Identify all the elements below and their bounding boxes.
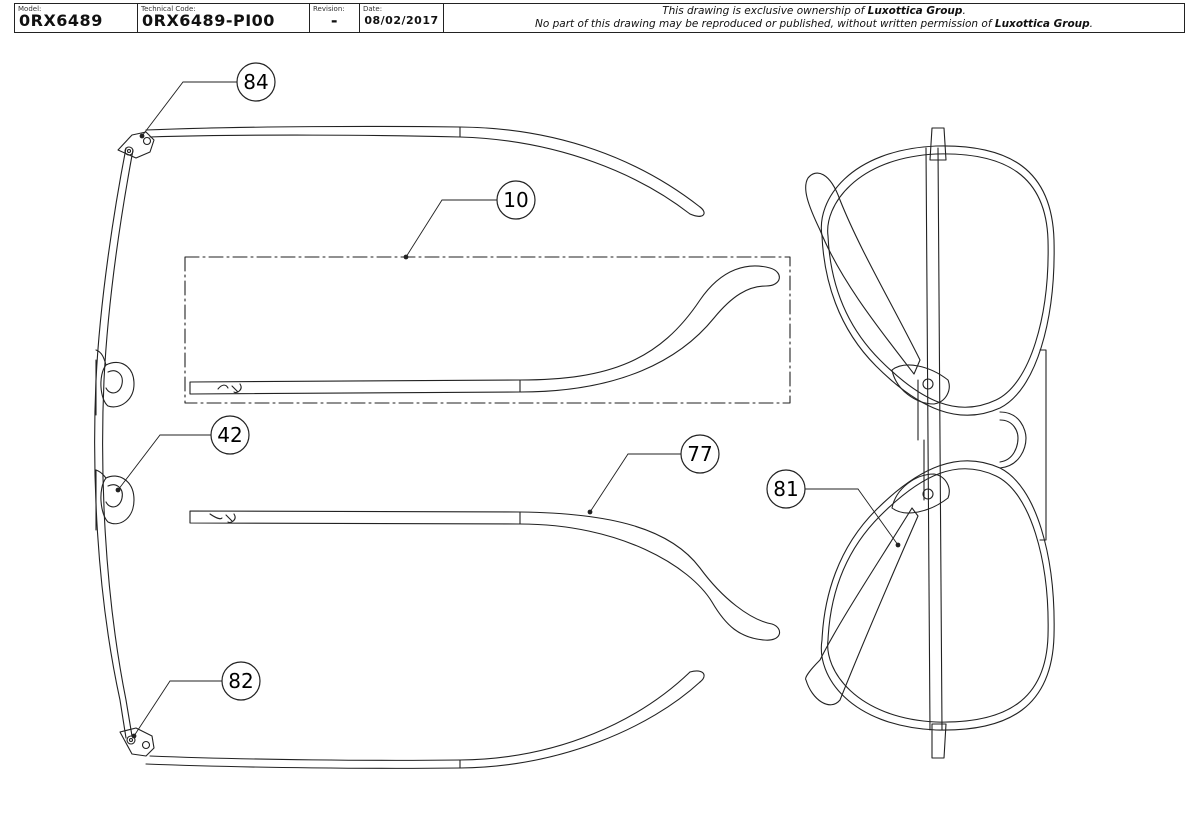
technical-code-value: 0RX6489-PI00 — [142, 11, 275, 30]
model-cell: Model: 0RX6489 — [15, 4, 138, 32]
detail-box-dashed — [184, 256, 791, 404]
side-view-temple — [189, 510, 781, 641]
title-block: Model: 0RX6489 Technical Code: 0RX6489-P… — [14, 3, 1185, 33]
upper-nose-pad — [95, 349, 135, 408]
date-cell: Date: 08/02/2017 — [360, 4, 444, 32]
lower-nose-pad — [95, 469, 135, 525]
notice-brand-2: Luxottica Group — [994, 18, 1090, 30]
callout-81-label: 81 — [773, 477, 798, 501]
revision-cell: Revision: - — [310, 4, 360, 32]
front-frame-top-view — [94, 147, 134, 739]
callout-42: 42 — [210, 415, 250, 455]
technical-code-label: Technical Code: — [141, 5, 196, 13]
date-label: Date: — [363, 5, 383, 13]
date-value: 08/02/2017 — [364, 14, 439, 27]
callout-81: 81 — [766, 469, 806, 509]
callout-84-label: 84 — [243, 70, 268, 94]
front-view-frame — [805, 127, 1055, 759]
notice-line-2: No part of this drawing may be reproduce… — [534, 18, 1093, 30]
notice-line-1: This drawing is exclusive ownership of L… — [662, 5, 966, 17]
revision-value: - — [330, 11, 339, 30]
notice-brand-1: Luxottica Group — [867, 5, 963, 17]
revision-label: Revision: — [313, 5, 345, 13]
detail-temple-tip — [189, 265, 780, 395]
model-value: 0RX6489 — [19, 11, 103, 30]
callout-77: 77 — [680, 434, 720, 474]
leader-dots — [115, 133, 901, 739]
model-label: Model: — [18, 5, 42, 13]
lower-temple — [145, 670, 705, 769]
callout-42-label: 42 — [217, 423, 242, 447]
callout-82-label: 82 — [228, 669, 253, 693]
technical-code-cell: Technical Code: 0RX6489-PI00 — [138, 4, 310, 32]
callout-leaders — [117, 81, 899, 737]
ownership-notice: This drawing is exclusive ownership of L… — [444, 4, 1184, 32]
callout-84: 84 — [236, 62, 276, 102]
upper-hinge — [117, 131, 155, 159]
callout-77-label: 77 — [687, 442, 712, 466]
callout-10-label: 10 — [503, 188, 528, 212]
callout-82: 82 — [221, 661, 261, 701]
lower-hinge — [119, 727, 155, 757]
upper-temple — [145, 125, 705, 217]
callout-10: 10 — [496, 180, 536, 220]
